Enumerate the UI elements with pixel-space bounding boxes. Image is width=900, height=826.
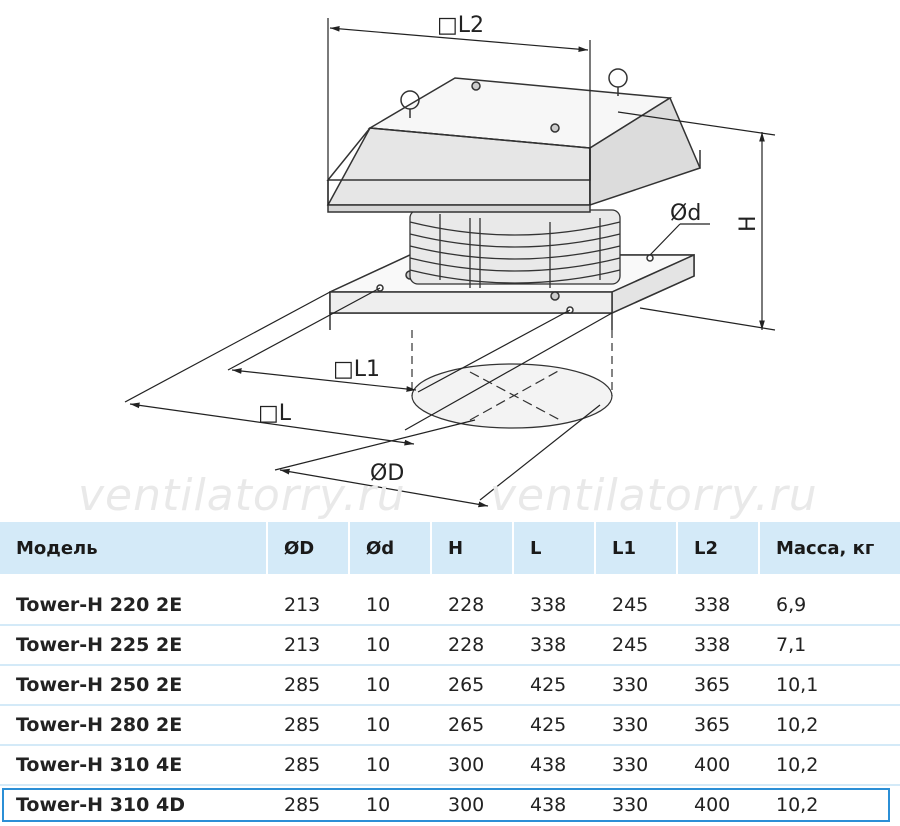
cell-L: 338 (514, 586, 596, 626)
cell-d: 10 (350, 746, 432, 786)
table-row-highlighted: Tower-H 310 4D 285 10 300 438 330 400 10… (0, 786, 900, 824)
cell-H: 228 (432, 626, 514, 666)
label-L: □L (258, 401, 292, 426)
cell-L2: 338 (678, 626, 760, 666)
label-L2: □L2 (437, 13, 484, 38)
cell-mass: 7,1 (760, 626, 900, 666)
cell-H: 228 (432, 586, 514, 626)
cell-d: 10 (350, 626, 432, 666)
header-mass: Масса, кг (760, 522, 900, 574)
cell-L1: 245 (596, 586, 678, 626)
cell-model: Tower-H 310 4E (0, 746, 268, 786)
cell-mass: 10,1 (760, 666, 900, 706)
cell-L1: 330 (596, 666, 678, 706)
cell-model: Tower-H 280 2E (0, 706, 268, 746)
cell-d: 10 (350, 706, 432, 746)
cell-mass: 10,2 (776, 794, 819, 816)
watermark: ventilatorry.ru (490, 470, 818, 521)
cell-d: 10 (350, 586, 432, 626)
header-L1: L1 (596, 522, 678, 574)
cell-D: 213 (268, 626, 350, 666)
cell-mass: 10,2 (760, 746, 900, 786)
cell-L2: 365 (678, 666, 760, 706)
cell-L1: 330 (612, 794, 649, 816)
duct-outline (411, 330, 613, 429)
cell-H: 300 (432, 746, 514, 786)
cell-D: 285 (268, 706, 350, 746)
cell-L: 425 (514, 666, 596, 706)
table-row: Tower-H 225 2E 213 10 228 338 245 338 7,… (0, 626, 900, 666)
cell-mass: 6,9 (760, 586, 900, 626)
label-d: Ød (670, 201, 701, 226)
header-H: H (432, 522, 514, 574)
table-header-row: Модель ØD Ød H L L1 L2 Масса, кг (0, 522, 900, 574)
header-model: Модель (0, 522, 268, 574)
cell-H: 265 (432, 706, 514, 746)
label-H: H (736, 215, 761, 232)
cell-D: 285 (268, 746, 350, 786)
cell-L1: 330 (596, 706, 678, 746)
cell-L2: 365 (678, 706, 760, 746)
watermark: ventilatorry.ru (78, 470, 406, 521)
label-L1: □L1 (333, 357, 380, 382)
cell-H: 265 (432, 666, 514, 706)
impeller-body (409, 209, 621, 288)
cell-L: 338 (514, 626, 596, 666)
row-highlight-frame (2, 788, 890, 822)
table-row: Tower-H 250 2E 285 10 265 425 330 365 10… (0, 666, 900, 706)
table-row: Tower-H 280 2E 285 10 265 425 330 365 10… (0, 706, 900, 746)
cell-d: 10 (350, 666, 432, 706)
cell-model: Tower-H 310 4D (16, 794, 185, 816)
cell-H: 300 (448, 794, 485, 816)
header-L: L (514, 522, 596, 574)
cell-model: Tower-H 250 2E (0, 666, 268, 706)
cell-L2: 338 (678, 586, 760, 626)
header-d: Ød (350, 522, 432, 574)
dimension-lines (124, 18, 776, 508)
label-D: ØD (370, 461, 404, 486)
hood (326, 68, 702, 213)
table-row: Tower-H 310 4E 285 10 300 438 330 400 10… (0, 746, 900, 786)
cell-L1: 330 (596, 746, 678, 786)
cell-d: 10 (366, 794, 391, 816)
technical-drawing: □L2 Ød H □L1 □L ØD (124, 13, 776, 508)
table-row: Tower-H 220 2E 213 10 228 338 245 338 6,… (0, 586, 900, 626)
cell-L1: 245 (596, 626, 678, 666)
cell-L2: 400 (678, 746, 760, 786)
cell-L2: 400 (694, 794, 731, 816)
cell-L: 425 (514, 706, 596, 746)
cell-D: 213 (268, 586, 350, 626)
header-L2: L2 (678, 522, 760, 574)
header-D: ØD (268, 522, 350, 574)
cell-mass: 10,2 (760, 706, 900, 746)
cell-D: 285 (284, 794, 321, 816)
specs-table: Модель ØD Ød H L L1 L2 Масса, кг Tower-H… (0, 522, 900, 824)
cell-model: Tower-H 220 2E (0, 586, 268, 626)
cell-L: 438 (514, 746, 596, 786)
cell-D: 285 (268, 666, 350, 706)
dimension-labels: □L2 Ød H □L1 □L ØD (258, 13, 761, 486)
cell-L: 438 (530, 794, 567, 816)
cell-model: Tower-H 225 2E (0, 626, 268, 666)
